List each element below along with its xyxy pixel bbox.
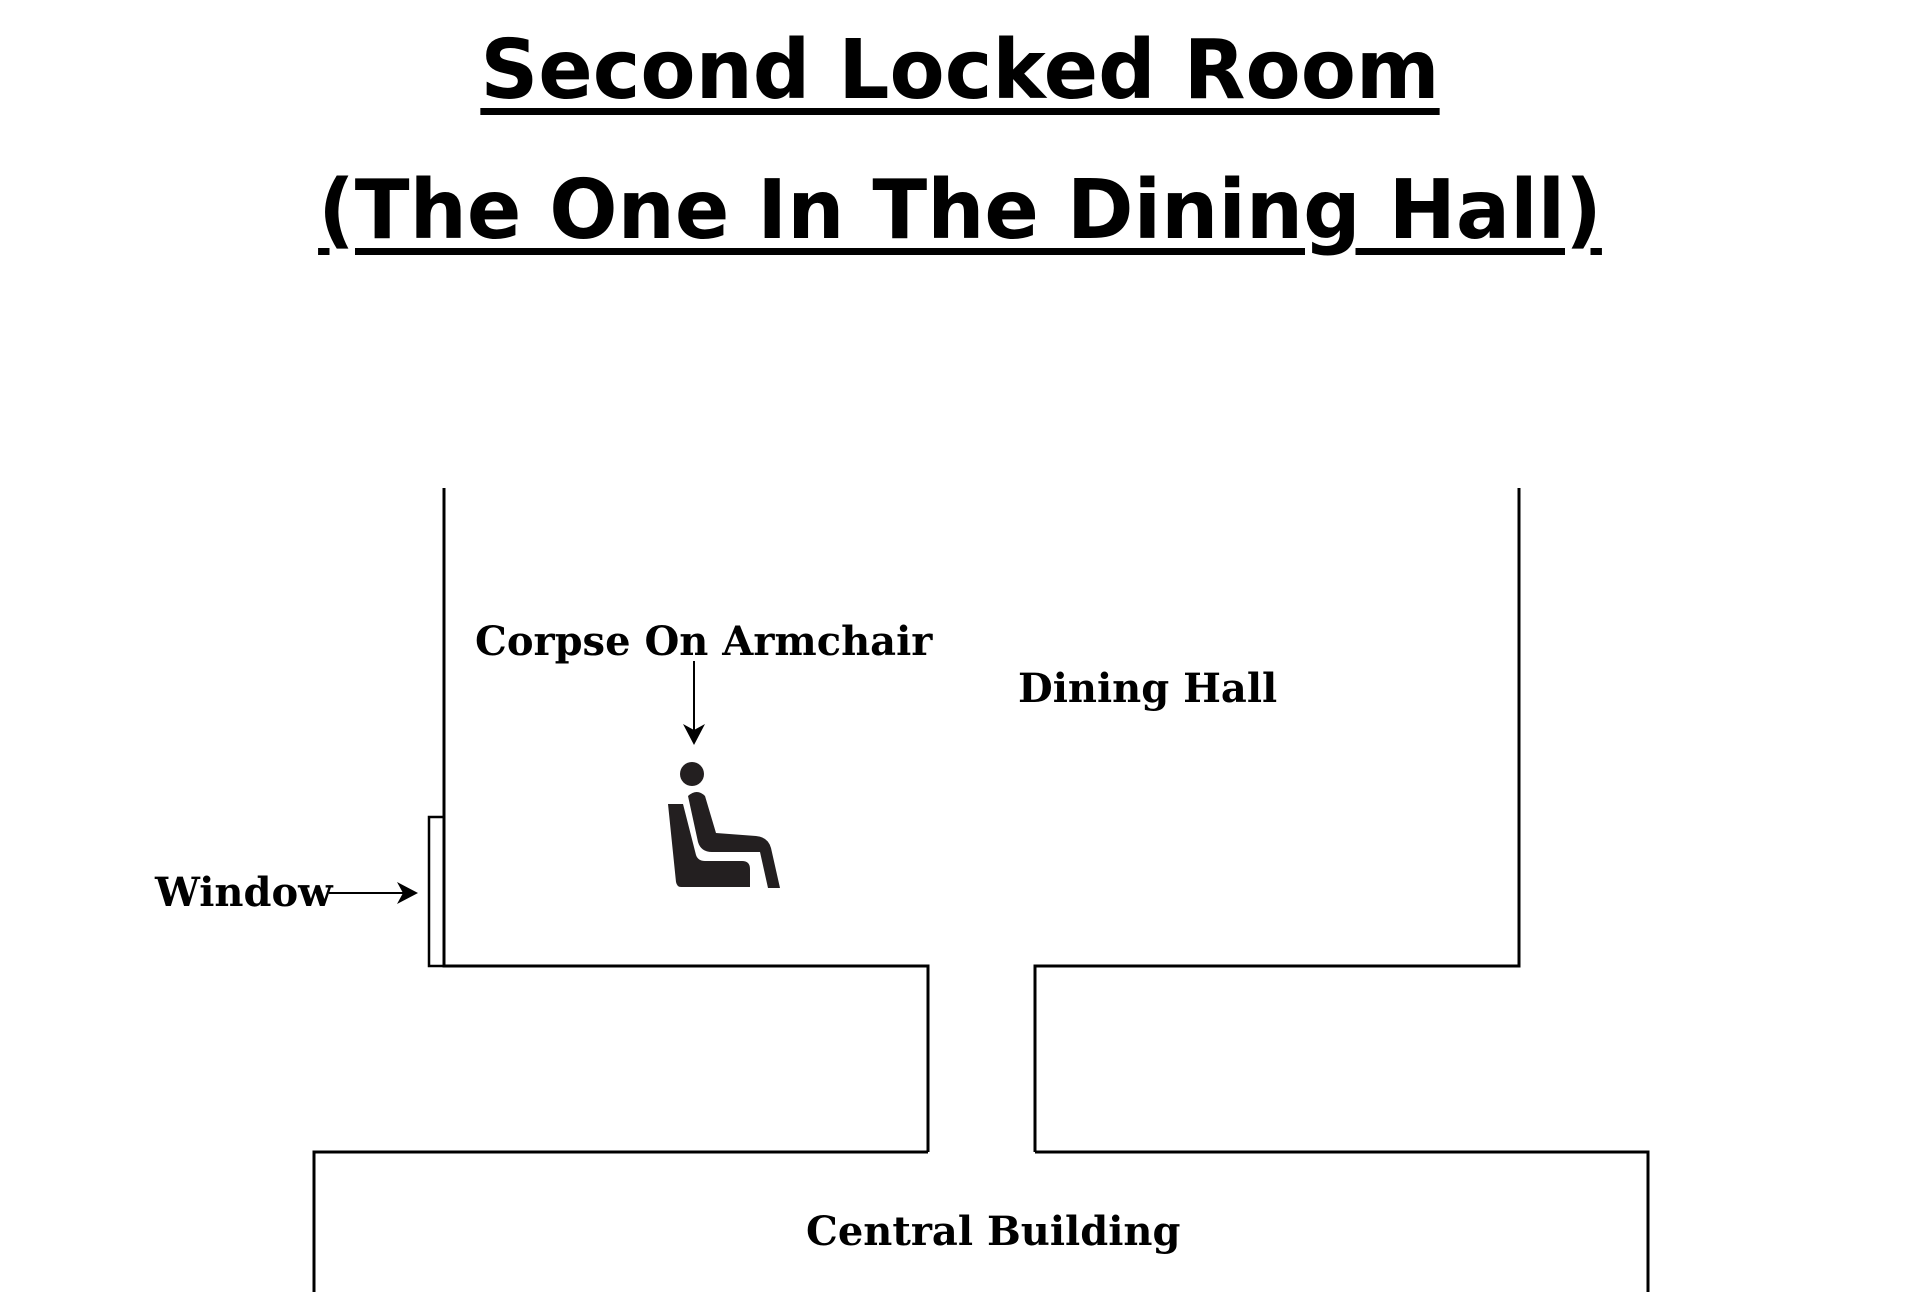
dining-hall-left-wall <box>442 488 930 1152</box>
seated-person-armchair-icon <box>668 762 780 888</box>
title-line-1-text: Second Locked Room <box>480 23 1440 118</box>
corpse-label: Corpse On Armchair <box>475 618 933 665</box>
window-arrowhead <box>397 882 418 904</box>
window <box>427 815 444 968</box>
central-building-right-wall <box>1035 1150 1650 1292</box>
dining-hall-right-wall <box>1033 488 1521 1152</box>
central-building-left-wall <box>312 1150 928 1292</box>
central-building-label: Central Building <box>806 1208 1181 1255</box>
corpse-body <box>688 792 780 888</box>
corpse-arrowhead <box>683 724 705 745</box>
title-line-1: Second Locked Room <box>19 30 1901 112</box>
corpse-head <box>680 762 704 786</box>
window-label: Window <box>155 869 333 916</box>
title-line-2-text: (The One In The Dining Hall) <box>318 163 1602 258</box>
title-line-2: (The One In The Dining Hall) <box>19 170 1901 252</box>
armchair <box>668 804 750 887</box>
dining-hall-label: Dining Hall <box>1018 665 1278 712</box>
